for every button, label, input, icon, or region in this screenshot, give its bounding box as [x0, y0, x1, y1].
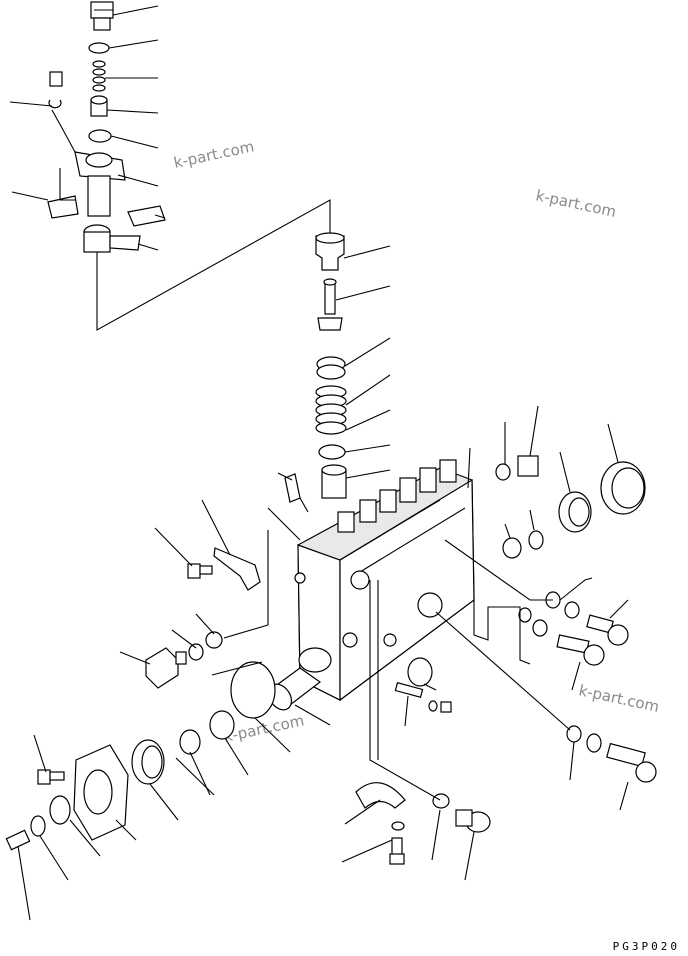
bolt-long-right-part [606, 742, 657, 783]
washer-right-part [495, 463, 511, 481]
washer-small-part [48, 99, 62, 109]
watermark-3: k-part.com [577, 681, 661, 716]
watermark-4: k-part.com [222, 711, 306, 746]
nut-part [49, 71, 63, 87]
shim-plate-part [47, 195, 166, 227]
bearing-cup-part [600, 461, 646, 515]
ring-part [30, 815, 46, 837]
drive-gear-part [131, 739, 165, 785]
washer-c-part [532, 619, 548, 637]
o-ring-large-part [230, 661, 276, 719]
leader-washer [51, 109, 76, 153]
bushing-right-part [517, 455, 539, 477]
stud-bolt-part [37, 769, 65, 785]
spacer-part [179, 729, 201, 755]
control-sleeve-part [83, 224, 141, 253]
lower-spring-seat-part [316, 356, 346, 380]
washer-part [188, 643, 204, 661]
small-nut-part [440, 701, 452, 713]
washer-f-part [586, 733, 602, 753]
hex-bolt-right-part [586, 614, 629, 646]
taper-roller-bearing-part [558, 491, 592, 533]
delivery-valve-part [90, 95, 108, 117]
fitting-part [284, 473, 309, 513]
seal-right-part [502, 537, 522, 559]
flange-cover-part [73, 744, 129, 841]
cover-plate-part [407, 657, 433, 687]
tappet-part [321, 464, 347, 499]
bushing-part [49, 795, 71, 825]
oil-seal-part [209, 710, 235, 740]
leader-lines-top-left [9, 5, 166, 251]
drawing-code: PG3P020 [613, 940, 680, 953]
stud-right-part [394, 682, 424, 698]
bolt-right-lower-part [556, 634, 605, 666]
washer-e-part [566, 725, 582, 743]
banjo-bolt-part [455, 809, 491, 833]
leader-lines-main [17, 405, 629, 921]
o-ring-part [88, 42, 110, 54]
assembly-bracket-line [96, 199, 331, 331]
watermark-2: k-part.com [534, 186, 618, 221]
bolt-lower-part [389, 837, 405, 865]
lever-bracket-part [213, 547, 261, 591]
upper-spring-seat-part [318, 444, 346, 460]
gasket-part [88, 129, 112, 143]
plunger-part [317, 278, 343, 331]
leader-lines-center [335, 245, 391, 479]
delivery-valve-holder [90, 1, 114, 31]
bracket-half-part [355, 782, 406, 809]
small-washer-part [428, 700, 438, 712]
washer-d-part [518, 607, 532, 623]
washer-b-part [564, 601, 580, 619]
delivery-valve-holders-row [337, 459, 457, 533]
plunger-guide-part [315, 232, 345, 271]
valve-spring-part [92, 60, 106, 92]
seal-part [205, 631, 223, 649]
plug-part [145, 647, 187, 689]
watermark-1: k-part.com [172, 137, 256, 172]
pin-part [5, 829, 31, 851]
plunger-spring-part [315, 385, 347, 435]
plunger-barrel-part [74, 151, 126, 217]
shim-right-part [528, 530, 544, 550]
bolt-part [187, 563, 213, 579]
spring-washer-part [391, 821, 405, 831]
washer-lower-part [432, 793, 450, 809]
